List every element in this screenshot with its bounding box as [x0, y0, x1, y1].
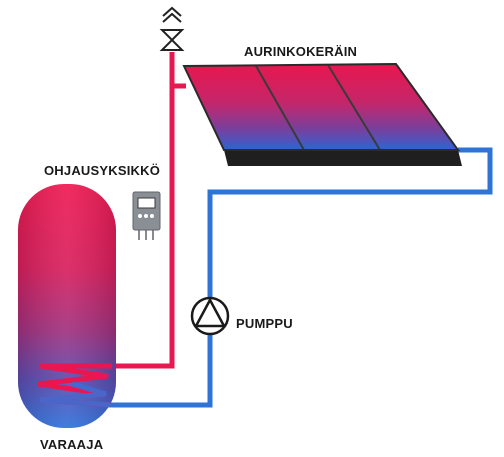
cold-pipe — [112, 147, 493, 408]
controller-label: OHJAUSYKSIKKÖ — [44, 163, 161, 178]
pump-icon — [190, 296, 230, 336]
controller-icon — [132, 191, 161, 240]
storage-tank — [18, 184, 116, 428]
collector-divider — [327, 64, 381, 151]
pump-label: PUMPPU — [236, 316, 293, 331]
tank-label: VARAAJA — [40, 437, 104, 452]
collector-label: AURINKOKERÄIN — [244, 44, 358, 59]
hot-pipe — [112, 83, 186, 369]
collector-divider — [255, 65, 305, 151]
vent-valve-icon — [159, 6, 185, 51]
solar-collector — [182, 62, 462, 166]
